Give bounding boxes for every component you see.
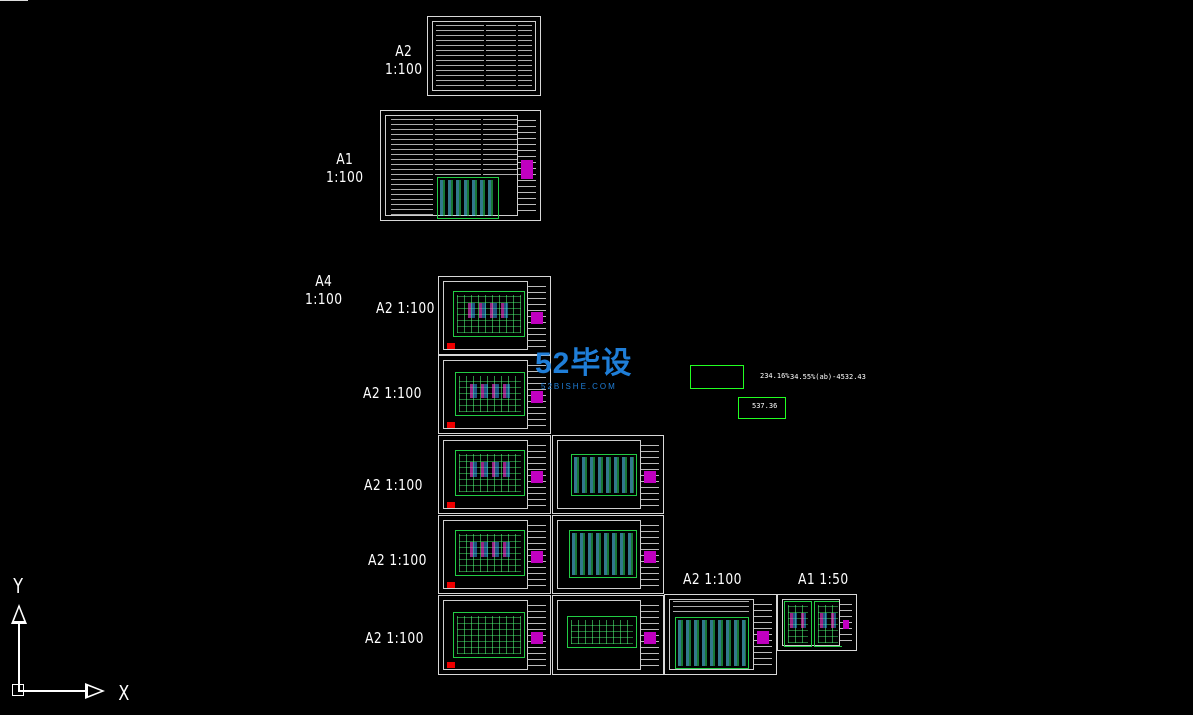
site-notes bbox=[673, 601, 749, 615]
title-block-stamp bbox=[531, 471, 543, 484]
detail-drawing bbox=[784, 601, 812, 647]
sheet-floor-plan-2[interactable] bbox=[438, 355, 551, 434]
label-line: A4 bbox=[315, 272, 333, 290]
area-annotation-left: 234.16% bbox=[760, 372, 790, 380]
title-block-stamp bbox=[531, 631, 543, 645]
title-block bbox=[839, 599, 852, 646]
title-block bbox=[527, 600, 546, 670]
floor-plan-drawing bbox=[455, 450, 525, 496]
watermark-url: 52BISHE.COM bbox=[541, 382, 617, 391]
sheet-elevation-1[interactable] bbox=[552, 435, 664, 514]
title-block bbox=[640, 600, 659, 670]
elevation-drawing bbox=[569, 530, 637, 578]
notes-block bbox=[486, 25, 516, 87]
title-block bbox=[527, 440, 546, 509]
label-row2: A2 1:100 bbox=[363, 384, 422, 402]
label-row3: A2 1:100 bbox=[364, 476, 423, 494]
title-block bbox=[753, 599, 772, 670]
sheet-a2-notes[interactable] bbox=[427, 16, 541, 96]
sheet-a1-notes[interactable] bbox=[380, 110, 541, 221]
label-a4: A4 1:100 bbox=[305, 272, 343, 308]
floor-plan-drawing bbox=[453, 612, 525, 658]
red-marker bbox=[447, 582, 455, 588]
sheet-elevation-2[interactable] bbox=[552, 515, 664, 594]
title-block-stamp bbox=[531, 551, 543, 564]
ucs-y-arrow-icon bbox=[11, 604, 27, 624]
label-detail: A1 1:50 bbox=[798, 570, 849, 588]
title-block bbox=[527, 281, 546, 350]
red-marker bbox=[447, 662, 455, 668]
building-outline-1[interactable] bbox=[690, 365, 744, 389]
detail-drawing bbox=[814, 601, 842, 647]
title-block-stamp bbox=[757, 630, 769, 644]
sheet-floor-plan-1[interactable] bbox=[438, 276, 551, 355]
elevation-drawing bbox=[571, 454, 637, 496]
sheet-section[interactable] bbox=[552, 595, 664, 675]
footprint-annotation: 537.36 bbox=[752, 402, 778, 410]
label-row1: A2 1:100 bbox=[376, 299, 435, 317]
ucs-y-label: Y bbox=[13, 574, 23, 598]
floor-plan-drawing bbox=[455, 530, 525, 576]
red-marker bbox=[447, 422, 455, 428]
label-line: A2 bbox=[395, 42, 413, 60]
floor-plan-drawing bbox=[453, 291, 525, 337]
ucs-x-arrow-icon bbox=[85, 683, 105, 699]
area-annotation-right: 34.55%(ab)-4532.43 bbox=[790, 373, 866, 381]
title-block bbox=[527, 520, 546, 589]
red-marker bbox=[447, 502, 455, 508]
title-block-stamp bbox=[644, 551, 656, 564]
label-row4: A2 1:100 bbox=[368, 551, 427, 569]
ucs-x-label: X bbox=[118, 681, 130, 705]
title-block bbox=[640, 440, 659, 509]
title-block bbox=[527, 360, 546, 429]
ucs-origin-box bbox=[12, 684, 24, 696]
notes-block bbox=[436, 25, 484, 87]
title-block-stamp bbox=[521, 160, 533, 179]
label-line: A1 bbox=[336, 150, 354, 168]
label-line: 1:100 bbox=[305, 290, 343, 308]
section-drawing bbox=[567, 616, 637, 648]
label-site: A2 1:100 bbox=[683, 570, 742, 588]
sheet-floor-plan-3[interactable] bbox=[438, 435, 551, 514]
detail-thumbnails bbox=[437, 177, 499, 219]
ucs-y-axis bbox=[18, 606, 20, 692]
title-block-stamp bbox=[644, 631, 656, 645]
watermark-logo: 52毕设 52BISHE.COM bbox=[535, 338, 632, 391]
sheet-details[interactable] bbox=[777, 594, 857, 651]
notes-block bbox=[435, 119, 481, 175]
building-outline-2[interactable] bbox=[738, 397, 786, 419]
notes-block bbox=[483, 119, 523, 179]
notes-block bbox=[391, 119, 433, 215]
notes-table bbox=[518, 25, 532, 87]
title-block-stamp bbox=[531, 312, 543, 325]
title-block bbox=[517, 115, 536, 216]
sheet-site-plan[interactable] bbox=[664, 594, 777, 675]
corner-tick bbox=[0, 0, 28, 1]
title-block-stamp bbox=[531, 391, 543, 404]
red-marker bbox=[447, 343, 455, 349]
label-row5: A2 1:100 bbox=[365, 629, 424, 647]
sheet-floor-plan-5[interactable] bbox=[438, 595, 551, 675]
title-block-stamp bbox=[843, 620, 849, 629]
ucs-x-axis bbox=[18, 690, 94, 692]
title-block-stamp bbox=[644, 471, 656, 484]
label-a1-top: A1 1:100 bbox=[326, 150, 364, 186]
label-line: 1:100 bbox=[326, 168, 364, 186]
watermark-text: 52毕设 bbox=[535, 347, 633, 380]
site-elevations bbox=[675, 617, 749, 669]
label-line: 1:100 bbox=[385, 60, 423, 78]
sheet-frame bbox=[432, 21, 536, 91]
floor-plan-drawing bbox=[455, 372, 525, 416]
label-a2-top: A2 1:100 bbox=[385, 42, 423, 78]
title-block bbox=[640, 520, 659, 589]
sheet-floor-plan-4[interactable] bbox=[438, 515, 551, 594]
